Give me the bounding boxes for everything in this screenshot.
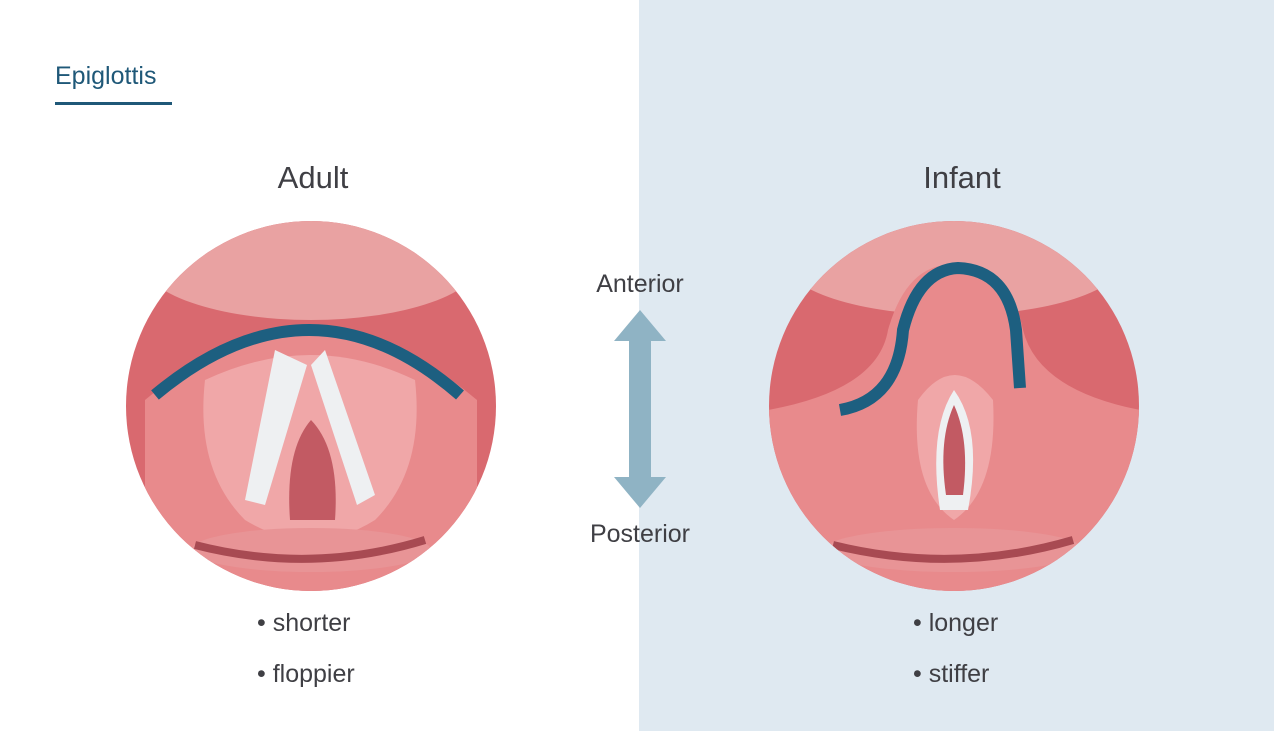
adult-bullet-floppier: • floppier	[257, 660, 355, 688]
slide-title: Epiglottis	[55, 62, 157, 90]
infant-bullet-longer: • longer	[913, 609, 999, 637]
posterior-label: Posterior	[589, 520, 691, 548]
infant-bullet-stiffer: • stiffer	[913, 660, 990, 688]
anterior-posterior-arrow-icon	[614, 310, 666, 508]
adult-heading: Adult	[277, 160, 349, 195]
title-underline	[55, 102, 172, 105]
infant-heading: Infant	[923, 160, 1001, 195]
adult-bullet-shorter: • shorter	[257, 609, 351, 637]
anterior-label: Anterior	[596, 270, 684, 298]
adult-larynx-illustration	[126, 221, 496, 591]
infant-larynx-illustration	[769, 221, 1139, 591]
